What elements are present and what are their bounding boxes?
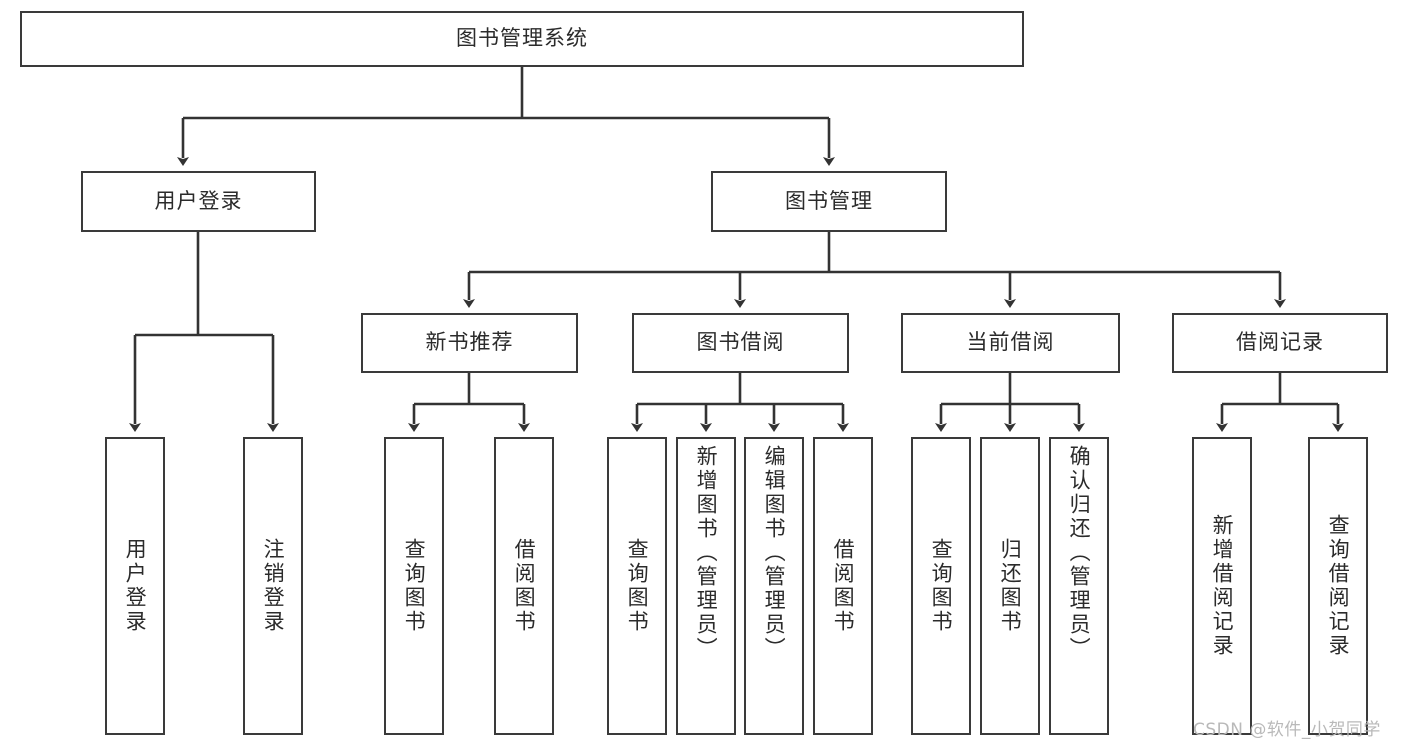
node-label: 借阅图书 — [512, 538, 537, 634]
leaf-current-borrow-query-book[interactable]: 查询图书 — [911, 437, 971, 735]
leaf-new-book-query-book[interactable]: 查询图书 — [384, 437, 444, 735]
node-user-login[interactable]: 用户登录 — [81, 171, 316, 232]
leaf-book-borrow-query-book[interactable]: 查询图书 — [607, 437, 667, 735]
node-label: 借阅记录 — [1236, 330, 1324, 355]
leaf-new-book-borrow-book[interactable]: 借阅图书 — [494, 437, 554, 735]
node-label: 归还图书 — [998, 538, 1023, 634]
node-label: 图书管理 — [785, 188, 873, 213]
node-book-borrow[interactable]: 图书借阅 — [632, 313, 849, 373]
leaf-borrow-record-add-record[interactable]: 新增借阅记录 — [1192, 437, 1252, 735]
leaf-book-borrow-edit-book-admin[interactable]: 编辑图书（管理员） — [744, 437, 804, 735]
node-label: 查询图书 — [929, 538, 954, 634]
node-label: 借阅图书 — [831, 538, 856, 634]
node-label: 注销登录 — [261, 538, 286, 634]
node-label: 当前借阅 — [966, 330, 1055, 355]
node-label: 查询借阅记录 — [1326, 514, 1351, 658]
node-label: 查询图书 — [625, 538, 650, 634]
csdn-watermark: CSDN @软件_小贺同学 — [1193, 720, 1381, 740]
node-root-book-management-system[interactable]: 图书管理系统 — [20, 11, 1024, 67]
node-label: 查询图书 — [402, 538, 427, 634]
leaf-current-borrow-return-book[interactable]: 归还图书 — [980, 437, 1040, 735]
leaf-user-login-logout[interactable]: 注销登录 — [243, 437, 303, 735]
node-label: 用户登录 — [123, 538, 148, 634]
node-label: 编辑图书（管理员） — [762, 445, 787, 661]
node-label: 图书管理系统 — [456, 26, 588, 51]
leaf-user-login-login[interactable]: 用户登录 — [105, 437, 165, 735]
node-current-borrow[interactable]: 当前借阅 — [901, 313, 1120, 373]
node-new-book-recommend[interactable]: 新书推荐 — [361, 313, 578, 373]
leaf-borrow-record-query-record[interactable]: 查询借阅记录 — [1308, 437, 1368, 735]
node-label: 新增借阅记录 — [1210, 514, 1235, 658]
node-label: 用户登录 — [154, 188, 243, 213]
node-borrow-record[interactable]: 借阅记录 — [1172, 313, 1388, 373]
node-label: 新书推荐 — [425, 330, 514, 355]
leaf-book-borrow-add-book-admin[interactable]: 新增图书（管理员） — [676, 437, 736, 735]
leaf-book-borrow-borrow-book[interactable]: 借阅图书 — [813, 437, 873, 735]
node-book-management[interactable]: 图书管理 — [711, 171, 947, 232]
node-label: 新增图书（管理员） — [694, 445, 719, 661]
node-label: 确认归还（管理员） — [1067, 445, 1092, 661]
leaf-current-borrow-confirm-return-admin[interactable]: 确认归还（管理员） — [1049, 437, 1109, 735]
node-label: 图书借阅 — [696, 330, 785, 355]
